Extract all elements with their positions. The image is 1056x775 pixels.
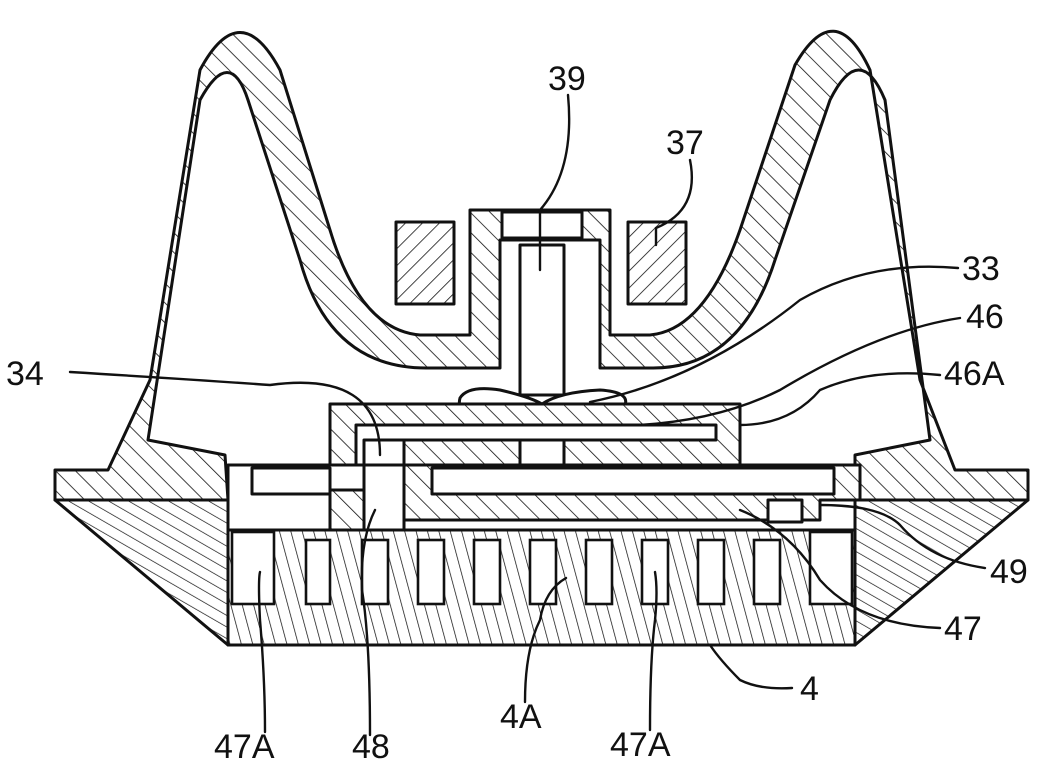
shaft xyxy=(520,245,564,395)
base-left-wing xyxy=(55,500,228,645)
label-48: 48 xyxy=(352,728,390,766)
label-37: 37 xyxy=(666,124,704,162)
stator-left xyxy=(396,222,454,304)
fan-hub xyxy=(520,440,564,465)
label-33: 33 xyxy=(962,250,1000,288)
label-34: 34 xyxy=(6,355,44,393)
inner-plate-left xyxy=(404,440,520,465)
label-49: 49 xyxy=(990,553,1028,591)
label-4A: 4A xyxy=(500,698,542,736)
label-4: 4 xyxy=(800,670,819,708)
small-block xyxy=(768,500,802,522)
left-ledge xyxy=(252,468,330,494)
label-46A: 46A xyxy=(944,355,1005,393)
shaft-cap xyxy=(502,212,582,238)
mid-rail xyxy=(432,468,834,494)
leader-46A xyxy=(740,373,940,425)
label-47A-left: 47A xyxy=(214,728,275,766)
fin-channels xyxy=(232,532,852,604)
post-column xyxy=(364,440,404,530)
label-47A-right: 47A xyxy=(610,726,671,764)
label-47: 47 xyxy=(944,610,982,648)
label-39: 39 xyxy=(548,60,586,98)
leader-4 xyxy=(710,645,792,688)
label-46: 46 xyxy=(966,298,1004,336)
